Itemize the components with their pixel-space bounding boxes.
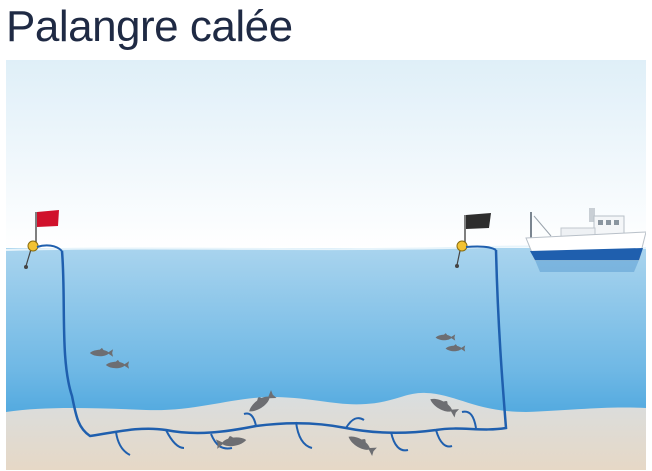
buoy-icon xyxy=(27,240,39,252)
red-flag-icon xyxy=(37,210,59,227)
black-flag-icon xyxy=(466,213,491,229)
buoy-icon xyxy=(456,240,468,252)
left-buoy-marker xyxy=(24,210,63,269)
mainline xyxy=(60,249,508,438)
sky xyxy=(6,60,646,250)
longline-scene xyxy=(6,60,646,470)
page-title: Palangre calée xyxy=(6,2,293,51)
right-buoy-marker xyxy=(455,213,497,268)
fishing-boat-icon xyxy=(525,208,646,272)
seabed xyxy=(6,392,646,470)
